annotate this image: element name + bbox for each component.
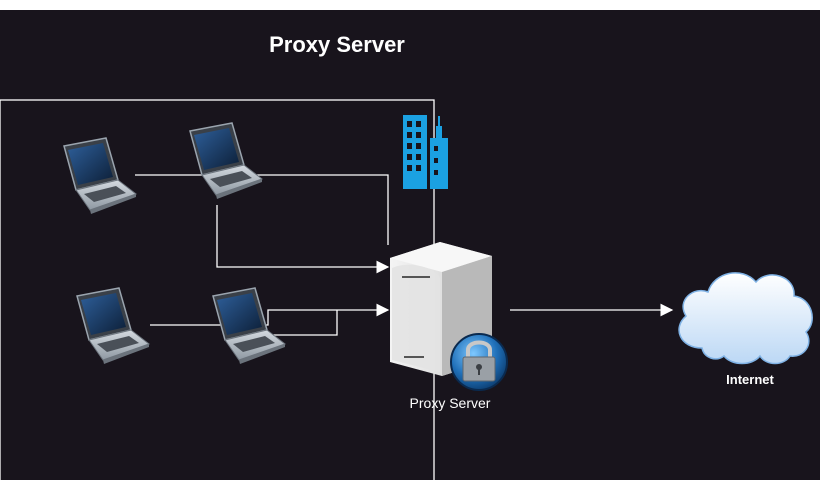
laptop-icon (189, 122, 263, 200)
connector-laptop-3 (150, 303, 390, 326)
office-building-icon (403, 115, 448, 189)
cloud-icon (678, 272, 813, 365)
padlock-icon (450, 333, 508, 391)
diagram-title: Proxy Server (269, 32, 405, 57)
internet-label: Internet (726, 372, 774, 387)
connector-laptop-2 (216, 205, 390, 274)
server-label: Proxy Server (409, 395, 491, 411)
connector-laptop-4 (250, 310, 338, 336)
laptop-icon (76, 287, 150, 365)
connector-laptop-1 (135, 174, 389, 245)
laptop-icon (212, 287, 286, 365)
laptop-icon (63, 137, 137, 215)
diagram-canvas: Proxy Server Proxy Server Internet (0, 10, 820, 480)
diagram-svg (0, 99, 813, 480)
